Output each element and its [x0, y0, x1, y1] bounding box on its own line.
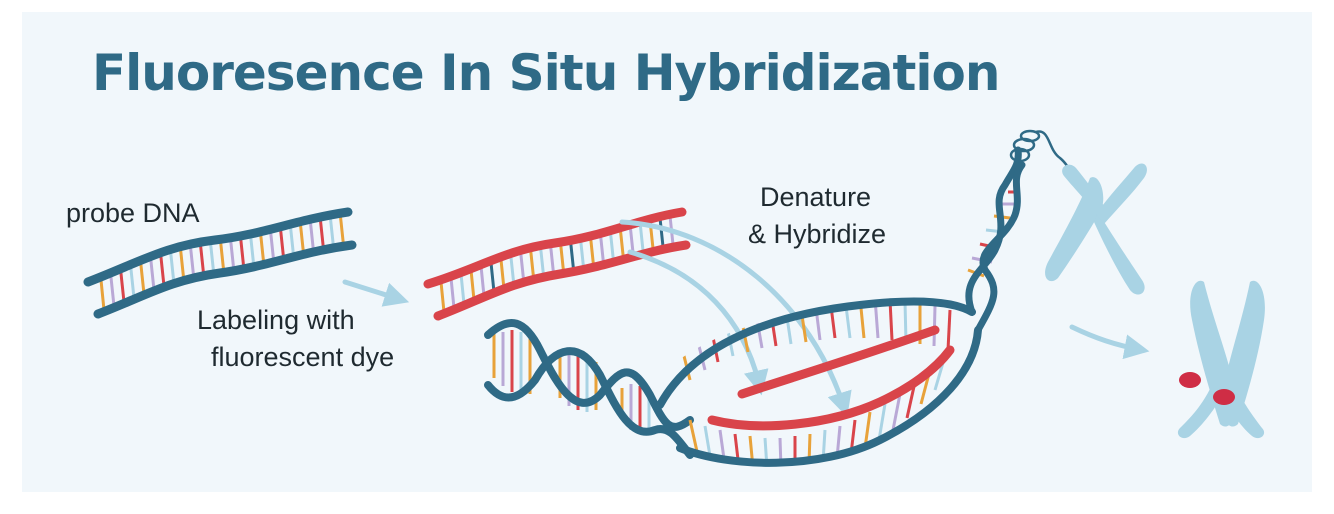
- hybridize-label: & Hybridize: [748, 219, 887, 249]
- denature-label: Denature: [760, 182, 872, 212]
- labeling-label-line2: fluorescent dye: [211, 342, 395, 372]
- hybridized-probe-strand: [737, 325, 940, 399]
- chromosome-icon: [1045, 163, 1147, 295]
- diagram-title: Fluoresence In Situ Hybridization: [92, 44, 1000, 102]
- probe-dna-icon: [83, 207, 357, 319]
- chromosome-with-signal-icon: [1177, 280, 1265, 439]
- arrow-hybridize-1: [627, 249, 769, 396]
- labeling-label-line1: Labeling with: [197, 305, 355, 335]
- process-arrows: [342, 219, 1150, 418]
- probe-dna-label: probe DNA: [66, 198, 200, 228]
- fluorescent-signal-dot: [1213, 389, 1235, 405]
- arrow-to-labeled-probe: [342, 279, 410, 307]
- labeled-probe-dna-icon: [423, 207, 691, 321]
- double-helix-dna-icon: [484, 129, 1086, 467]
- fluorescent-signal-dot: [1179, 372, 1201, 388]
- arrow-to-chromosome: [1069, 324, 1150, 360]
- hybridized-probe-strand: [707, 345, 955, 431]
